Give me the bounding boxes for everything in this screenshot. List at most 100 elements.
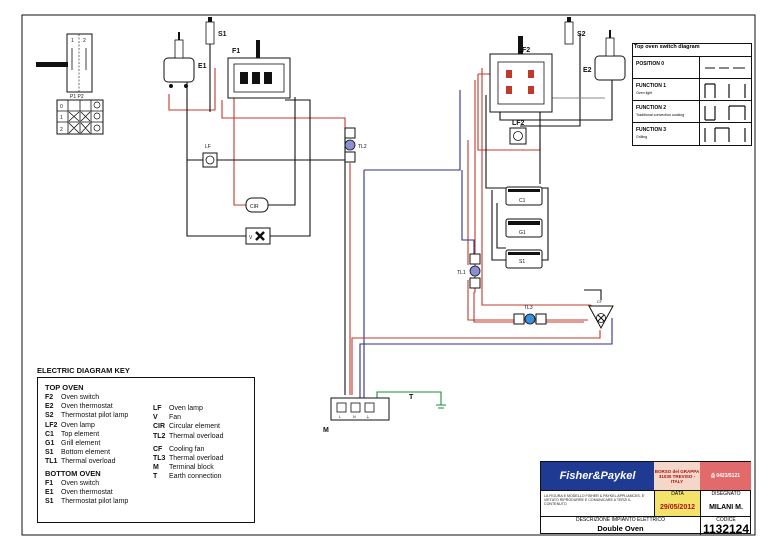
label-s1: S1 [218, 31, 227, 38]
phone-number: 0423/5121 [716, 473, 741, 479]
label-v: V [249, 235, 253, 241]
brand-logo: Fisher&Paykel [541, 462, 654, 490]
fan-v: V [245, 227, 271, 245]
code-label: CODICE [700, 516, 751, 524]
top-switch-title: Top oven switch diagram [634, 44, 700, 50]
switch-detail-p1p2: P1 P2 [70, 94, 84, 100]
thermal-overload-tl2: TL2 [344, 127, 367, 163]
key-bottom-heading: BOTTOM OVEN [45, 469, 101, 478]
switch-row: POSITION 0 [633, 56, 751, 79]
label-lf2: LF2 [512, 120, 525, 127]
thermostat-e1: E1 [163, 32, 207, 88]
description-label: DESCRIZIONE IMPIANTO ELETTRICO [541, 516, 700, 524]
switch-row-desc: Grilling [636, 135, 648, 139]
drawn-value: MILANI M. [700, 499, 751, 516]
label-cir: CIR [250, 204, 259, 210]
switch-detail: 1 2 P1 P2 0 1 2 [36, 33, 104, 135]
oven-switch-f2: F2 [489, 36, 553, 113]
svg-text:⏚: ⏚ [366, 414, 370, 419]
thermal-overload-tl3: TL3 [513, 305, 547, 325]
drawing-border [21, 14, 756, 536]
drawn-label: DISEGNATO [700, 490, 751, 499]
oven-lamp-lf2: LF2 [509, 120, 527, 145]
switch-row: FUNCTION 1 Oven light [633, 78, 751, 101]
date-value: 29/05/2012 [654, 499, 700, 516]
label-g1: G1 [519, 230, 526, 236]
key-title: ELECTRIC DIAGRAM KEY [37, 366, 130, 375]
label-f2: F2 [522, 47, 530, 54]
label-tl3: TL3 [524, 305, 533, 311]
switch-row-desc: Traditional convection cooking [636, 113, 685, 117]
label-f1: F1 [232, 48, 240, 55]
terminal-block-m: L N ⏚ M T [323, 394, 414, 434]
switch-row-name: FUNCTION 1 [636, 83, 666, 89]
label-c1: C1 [519, 198, 526, 204]
top-element-c1: C1 [505, 186, 543, 206]
circular-element-cir: CIR [245, 197, 269, 213]
label-e2: E2 [583, 67, 592, 74]
label-e1: E1 [198, 63, 207, 70]
terminal-n: N [353, 415, 356, 419]
label-s2: S2 [577, 31, 586, 38]
pilot-lamp-s2: S2 [564, 17, 586, 45]
switch-detail-label-1: 1 [71, 38, 74, 44]
switch-contacts [704, 67, 746, 142]
company-address: BORSO del GRAPPA 31030 TREVISO - ITALY [654, 462, 700, 490]
label-cf: CF [597, 300, 603, 304]
bottom-element-s1: S1 [505, 249, 543, 269]
switch-row: FUNCTION 2 Traditional convection cookin… [633, 100, 751, 123]
top-switch-diagram: POSITION 0 FUNCTION 1 Oven light FUNCTIO… [632, 43, 752, 146]
label-s1-element: S1 [519, 259, 525, 265]
switch-detail-label-2: 2 [83, 38, 86, 44]
grill-element-g1: G1 [505, 218, 543, 238]
company-phone: ⎙ 0423/5121 [700, 462, 751, 490]
code-value: 1132124 [700, 522, 751, 536]
thermal-overload-tl1: TL1 [457, 253, 481, 289]
pilot-lamp-s1: S1 [205, 17, 227, 45]
switch-row-0: 0 [60, 104, 63, 110]
label-tl1: TL1 [457, 270, 466, 276]
label-t: T [409, 394, 414, 401]
thermostat-e2: E2 [583, 30, 626, 81]
wires [168, 34, 613, 409]
title-block: Fisher&Paykel BORSO del GRAPPA 31030 TRE… [540, 461, 751, 536]
label-lf: LF [205, 144, 211, 150]
switch-row-desc: Oven light [636, 91, 653, 95]
switch-row-name: POSITION 0 [636, 61, 665, 67]
switch-row: FUNCTION 3 Grilling [633, 122, 751, 146]
label-m: M [323, 427, 329, 434]
date-label: DATA [654, 490, 700, 499]
description-value: Double Oven [597, 524, 644, 533]
key-top-heading: TOP OVEN [45, 383, 84, 392]
switch-row-name: FUNCTION 3 [636, 127, 666, 133]
oven-lamp-lf: LF [202, 144, 218, 168]
oven-switch-f1: F1 [227, 40, 291, 99]
legal-notice: LA FIGURA E MODELLO FISHER & PAYKEL APPL… [541, 490, 654, 516]
cooling-fan-cf: CF [588, 300, 614, 330]
terminal-l: L [339, 415, 341, 419]
switch-row-name: FUNCTION 2 [636, 105, 666, 111]
switch-row-2: 2 [60, 127, 63, 133]
